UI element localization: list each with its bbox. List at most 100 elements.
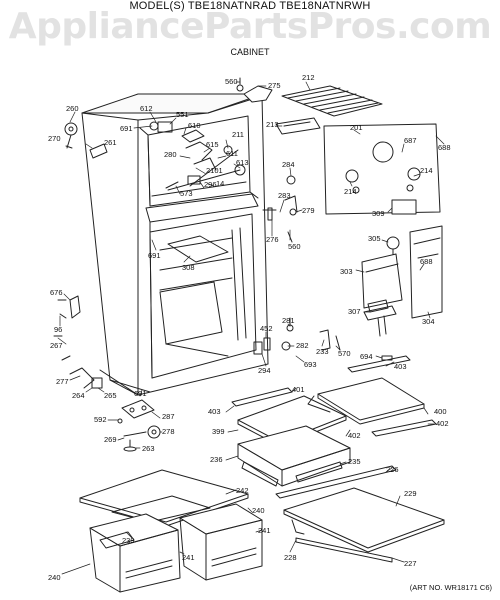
top-hinge-assembly	[236, 77, 273, 103]
callout-592: 592	[94, 415, 107, 424]
callout-282: 282	[296, 341, 309, 350]
callout-307: 307	[348, 307, 361, 316]
callout-235: 235	[348, 457, 361, 466]
callout-2101: 2101	[206, 166, 223, 175]
callout-263: 263	[142, 444, 155, 453]
callout-560: 560	[288, 242, 301, 251]
callout-240: 240	[48, 573, 61, 582]
callout-211: 211	[232, 130, 244, 139]
section-title: CABINET	[230, 47, 270, 57]
callout-226: 226	[386, 465, 399, 474]
freezer-shelf-212	[281, 85, 383, 117]
callout-573: 573	[180, 189, 193, 198]
callout-239: 239	[122, 536, 135, 545]
callout-261: 261	[104, 138, 117, 147]
callout-14: 14	[216, 179, 224, 188]
center-small-parts	[262, 175, 417, 361]
callout-213: 213	[266, 120, 279, 129]
art-number: (ART NO. WR18171 C6)	[409, 583, 492, 592]
callout-278: 278	[162, 427, 175, 436]
callout-560: 560	[225, 77, 238, 86]
callout-233: 233	[316, 347, 329, 356]
crisper-cover-229	[275, 465, 445, 563]
callout-214: 214	[344, 187, 357, 196]
callout-281: 281	[282, 316, 295, 325]
callout-613: 613	[236, 158, 249, 167]
callout-283: 283	[278, 191, 291, 200]
callout-305: 305	[368, 234, 381, 243]
cabinet-shell	[69, 93, 269, 396]
callout-612: 612	[140, 104, 153, 113]
callout-214: 214	[420, 166, 433, 175]
callout-402: 402	[348, 431, 361, 440]
crisper-drawer-right	[179, 503, 263, 581]
callout-304: 304	[422, 317, 435, 326]
callout-615: 615	[206, 140, 219, 149]
callout-691: 691	[120, 124, 133, 133]
callout-241: 241	[258, 526, 271, 535]
callout-242: 242	[236, 486, 249, 495]
callout-688: 688	[420, 257, 433, 266]
callout-570: 570	[338, 349, 351, 358]
callout-260: 260	[66, 104, 79, 113]
callout-676: 676	[50, 288, 63, 297]
callout-402: 402	[436, 419, 449, 428]
meat-pan-236	[237, 425, 351, 487]
callout-227: 227	[404, 559, 417, 568]
callout-452: 452	[260, 324, 273, 333]
callout-277: 277	[56, 377, 69, 386]
callout-691: 691	[134, 389, 147, 398]
leader-lines	[57, 81, 445, 575]
callout-611: 611	[226, 149, 238, 158]
callout-236: 236	[210, 455, 223, 464]
ice-tray-213	[275, 117, 321, 135]
callout-399: 399	[212, 427, 225, 436]
dairy-cover-303	[361, 253, 403, 313]
callout-688: 688	[438, 143, 451, 152]
bottom-small-parts	[117, 399, 161, 452]
callout-267: 267	[50, 341, 63, 350]
glass-shelf-400	[307, 377, 425, 425]
callout-96: 96	[54, 325, 62, 334]
callout-228: 228	[284, 553, 297, 562]
callout-270: 270	[48, 134, 61, 143]
callout-212: 212	[302, 73, 315, 82]
callout-279: 279	[302, 206, 315, 215]
callout-241: 241	[182, 553, 195, 562]
callout-240: 240	[252, 506, 265, 515]
rear-panel-201	[323, 123, 441, 215]
callout-687: 687	[404, 136, 417, 145]
watermark-logo: AppliancePartsPros.com	[8, 6, 492, 47]
callout-201: 201	[350, 123, 363, 132]
callout-693: 693	[304, 360, 317, 369]
callout-303: 303	[340, 267, 353, 276]
callout-276: 276	[266, 235, 279, 244]
callout-691: 691	[148, 251, 161, 260]
thermostat-group	[149, 121, 246, 189]
callout-610: 610	[188, 121, 201, 130]
callout-264: 264	[72, 391, 85, 400]
crisper-drawer-left	[89, 513, 181, 593]
callout-269: 269	[104, 435, 117, 444]
callout-287: 287	[162, 412, 175, 421]
callout-296: 296	[204, 180, 217, 189]
callout-551: 551	[176, 110, 189, 119]
callout-294: 294	[258, 366, 271, 375]
left-side-parts	[53, 122, 108, 389]
callout-400: 400	[434, 407, 447, 416]
callout-275: 275	[268, 81, 281, 90]
callout-labels: 560 275 212 260 612 551 691 610 270 261 …	[48, 73, 451, 582]
callout-308: 308	[182, 263, 195, 272]
callout-229: 229	[404, 489, 417, 498]
callout-280: 280	[164, 150, 177, 159]
door-cover-304	[409, 225, 443, 319]
callout-401: 401	[292, 385, 305, 394]
callout-284: 284	[282, 160, 295, 169]
model-title: MODEL(S) TBE18NATNRAD TBE18NATNRWH	[129, 0, 371, 12]
callout-403: 403	[208, 407, 221, 416]
callout-309: 309	[372, 209, 385, 218]
callout-403: 403	[394, 362, 407, 371]
callout-694: 694	[360, 352, 373, 361]
